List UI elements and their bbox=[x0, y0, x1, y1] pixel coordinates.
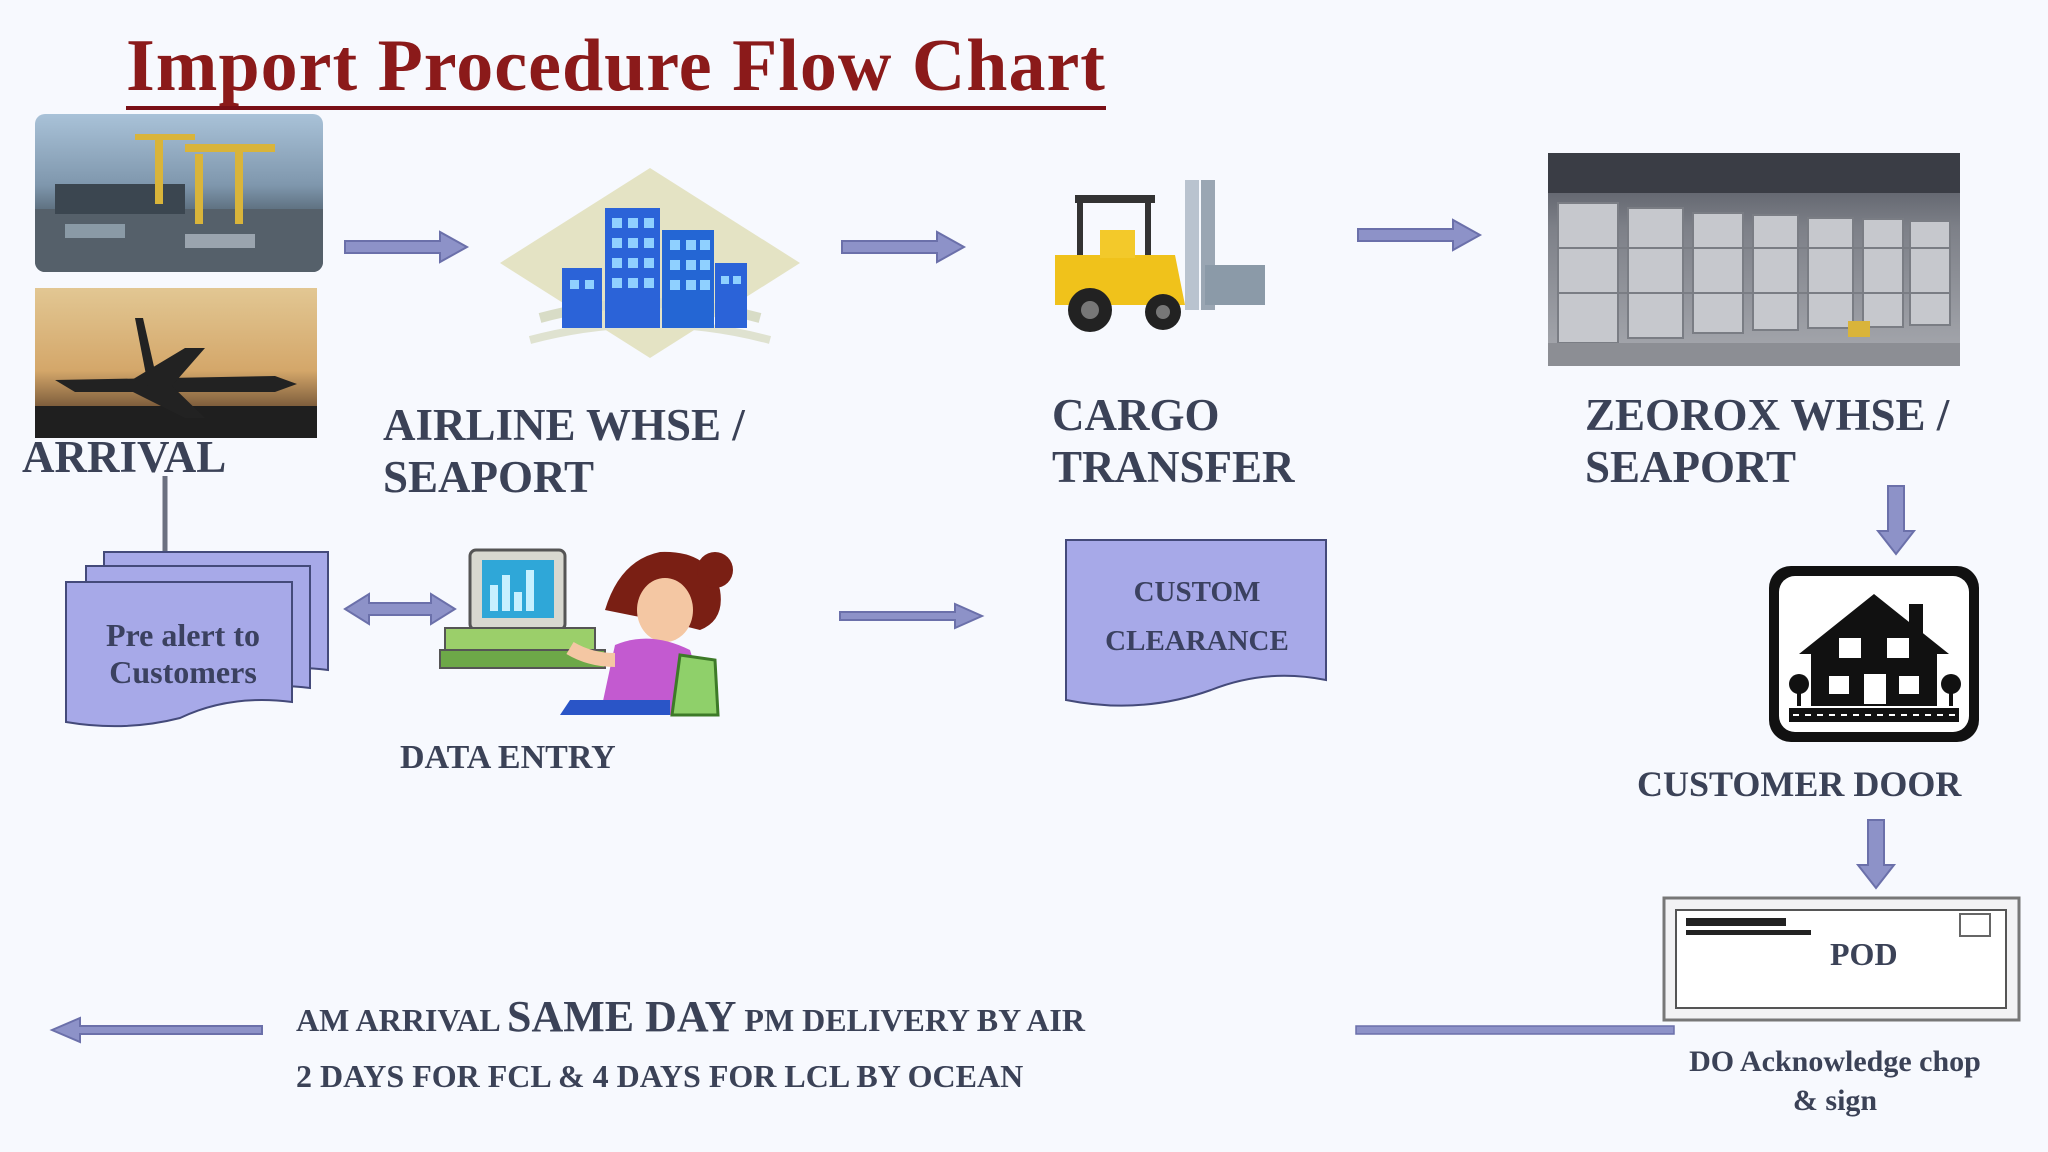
pre-alert-line1: Pre alert to bbox=[106, 617, 260, 653]
footer-same-day: SAME DAY bbox=[507, 992, 737, 1041]
pod-label: POD bbox=[1830, 936, 1898, 972]
cargo-transfer-label: CARGO TRANSFER bbox=[1052, 390, 1295, 494]
arrow-arrival-to-airline bbox=[344, 230, 470, 264]
arrow-arrival-to-prealert bbox=[162, 476, 168, 556]
arrival-label: ARRIVAL bbox=[22, 432, 227, 482]
ship-port-photo bbox=[35, 114, 323, 272]
cargo-transfer-line2: TRANSFER bbox=[1052, 441, 1295, 492]
pod-card-icon bbox=[1662, 896, 2021, 1022]
do-acknowledge-label: DO Acknowledge chop & sign bbox=[1635, 1042, 2035, 1120]
custom-clearance-label: CUSTOM CLEARANCE bbox=[1066, 568, 1328, 667]
airline-whse-line2: SEAPORT bbox=[383, 451, 594, 502]
return-arrow-left bbox=[49, 1016, 263, 1044]
warehouse-photo bbox=[1548, 153, 1960, 366]
custom-clearance-line2: CLEARANCE bbox=[1105, 625, 1289, 658]
pre-alert-line2: Customers bbox=[109, 653, 257, 690]
double-arrow-prealert-dataentry bbox=[343, 592, 457, 626]
port-cranes-drawing bbox=[35, 134, 323, 272]
zeorox-whse-label: ZEOROX WHSE / SEAPORT bbox=[1585, 390, 1949, 494]
custom-clearance-document-icon bbox=[1065, 539, 1327, 707]
arrow-cargo-to-zeorox bbox=[1357, 218, 1483, 252]
footer-line2: 2 DAYS FOR FCL & 4 DAYS FOR LCL BY OCEAN bbox=[296, 1058, 1024, 1094]
do-acknowledge-line2: & sign bbox=[1792, 1084, 1878, 1117]
return-line-right bbox=[1355, 1025, 1675, 1035]
warehouse-racks-drawing bbox=[1548, 153, 1960, 366]
footer-pm-delivery: PM DELIVERY BY AIR bbox=[744, 1002, 1085, 1038]
footer-line1: AM ARRIVAL SAME DAY PM DELIVERY BY AIR bbox=[296, 992, 1085, 1043]
pre-alert-label: Pre alert to Customers bbox=[70, 617, 296, 691]
arrow-airline-to-cargo bbox=[841, 230, 967, 264]
data-entry-label: DATA ENTRY bbox=[400, 739, 616, 776]
forklift-icon bbox=[1055, 180, 1265, 332]
office-building-icon bbox=[500, 168, 800, 358]
arrow-customer-to-pod bbox=[1855, 819, 1897, 890]
airplane-silhouette bbox=[35, 318, 317, 438]
footer-am-arrival: AM ARRIVAL bbox=[296, 1002, 499, 1038]
zeorox-whse-line2: SEAPORT bbox=[1585, 441, 1796, 492]
do-acknowledge-line1: DO Acknowledge chop bbox=[1689, 1045, 1981, 1078]
pre-alert-document-icon bbox=[65, 551, 329, 728]
custom-clearance-line1: CUSTOM bbox=[1133, 576, 1261, 608]
arrow-dataentry-to-customs bbox=[839, 602, 985, 630]
arrow-zeorox-to-customer bbox=[1875, 485, 1917, 556]
customer-door-label: CUSTOMER DOOR bbox=[1637, 764, 1962, 804]
page-title: Import Procedure Flow Chart bbox=[126, 27, 1106, 110]
airline-whse-line1: AIRLINE WHSE / bbox=[383, 400, 745, 450]
cargo-transfer-line1: CARGO bbox=[1052, 390, 1220, 440]
zeorox-whse-line1: ZEOROX WHSE / bbox=[1585, 390, 1950, 440]
airplane-photo bbox=[35, 288, 317, 438]
house-icon bbox=[1769, 566, 1979, 742]
airline-whse-label: AIRLINE WHSE / SEAPORT bbox=[383, 400, 745, 504]
computer-user-icon bbox=[439, 548, 733, 717]
